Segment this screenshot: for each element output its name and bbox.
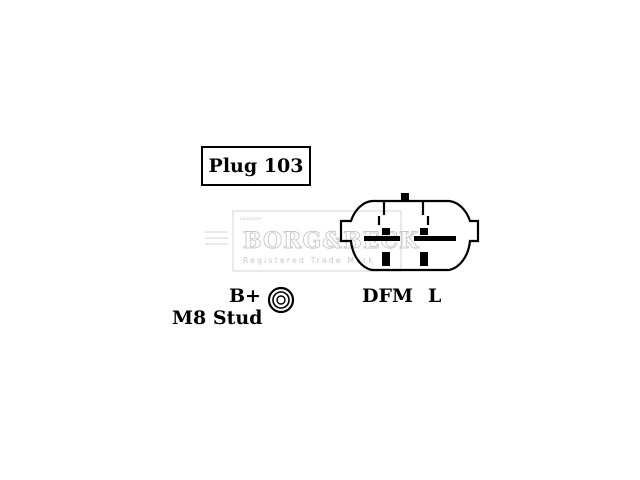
b-plus-stud-icon <box>267 286 295 314</box>
watermark-tag: Genuine <box>240 216 261 222</box>
connector-pins <box>364 228 456 266</box>
pin-l-upper <box>420 228 428 235</box>
pin-dfm-upper <box>382 228 390 235</box>
connector-key-tab <box>401 193 409 200</box>
pin-l-blade <box>414 236 456 241</box>
connector-housing <box>339 199 480 272</box>
b-plus-label: B+ <box>229 285 261 307</box>
plug-connector <box>339 193 480 272</box>
watermark-subtitle: Registered Trade Mark <box>243 256 375 265</box>
pin-dfm-blade <box>364 236 400 241</box>
plug-title: Plug 103 <box>208 155 304 177</box>
plug-title-box: Plug 103 <box>201 146 311 186</box>
m8-stud-label: M8 Stud <box>172 307 263 329</box>
l-label: L <box>428 285 442 307</box>
dfm-label: DFM <box>362 285 413 307</box>
pin-dfm-lower <box>382 252 390 266</box>
pin-l-lower <box>420 252 428 266</box>
